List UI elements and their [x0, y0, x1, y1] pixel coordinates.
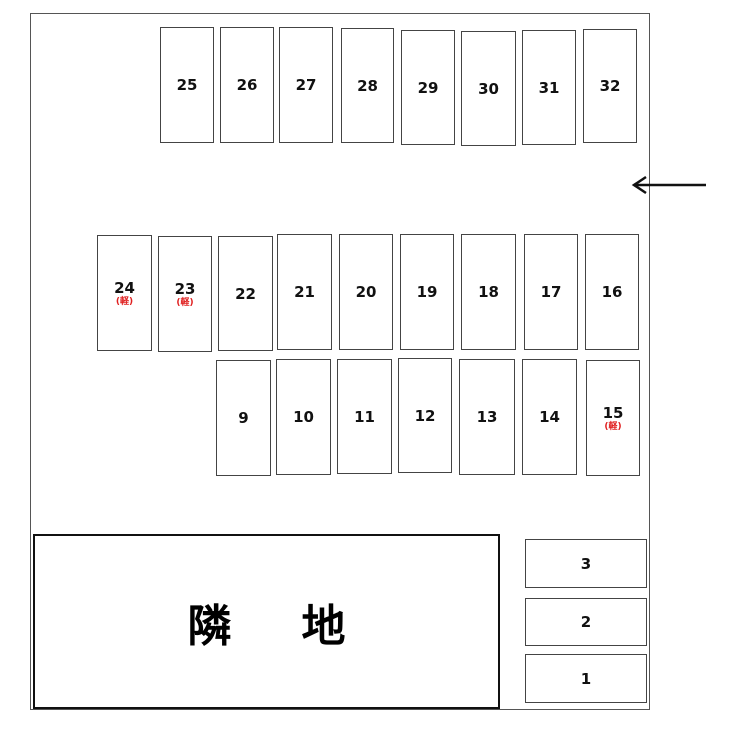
parking-spot-1: 1	[525, 654, 647, 703]
kei-car-note: (軽)	[604, 422, 622, 432]
parking-spot-24: 24(軽)	[97, 235, 152, 351]
neighbor-lot: 隣地	[33, 534, 500, 709]
spot-number: 3	[580, 554, 592, 573]
parking-spot-19: 19	[400, 234, 454, 350]
spot-number: 31	[538, 78, 560, 97]
spot-number: 25	[176, 76, 198, 94]
parking-spot-15: 15(軽)	[586, 360, 640, 476]
kei-car-note: (軽)	[176, 298, 194, 308]
spot-number: 26	[236, 76, 258, 94]
spot-number: 1	[580, 669, 592, 688]
kei-car-note: (軽)	[115, 297, 134, 307]
parking-spot-29: 29	[401, 30, 455, 145]
spot-number: 32	[599, 77, 621, 95]
parking-spot-23: 23(軽)	[158, 236, 212, 352]
parking-spot-12: 12	[398, 358, 452, 473]
parking-spot-16: 16	[585, 234, 639, 350]
neighbor-lot-label: 隣地	[187, 600, 416, 652]
parking-spot-9: 9	[216, 360, 271, 476]
spot-number: 28	[357, 76, 378, 95]
arrow-left-icon	[631, 175, 706, 195]
spot-number: 16	[601, 283, 623, 301]
parking-spot-3: 3	[525, 539, 647, 588]
spot-number: 2	[580, 613, 592, 631]
parking-spot-18: 18	[461, 234, 516, 350]
spot-number: 19	[416, 283, 438, 301]
parking-spot-2: 2	[525, 598, 647, 646]
parking-spot-30: 30	[461, 31, 516, 146]
spot-number: 17	[540, 283, 562, 301]
spot-number: 13	[476, 408, 498, 426]
parking-spot-10: 10	[276, 359, 331, 475]
parking-spot-31: 31	[522, 30, 576, 145]
parking-spot-11: 11	[337, 359, 392, 474]
parking-spot-28: 28	[341, 28, 394, 143]
parking-spot-27: 27	[279, 27, 333, 143]
spot-number: 15	[602, 404, 624, 422]
spot-number: 20	[355, 283, 377, 301]
parking-spot-13: 13	[459, 359, 515, 475]
spot-number: 18	[478, 283, 499, 301]
spot-number: 30	[478, 79, 499, 98]
spot-number: 21	[294, 283, 315, 301]
spot-number: 10	[293, 408, 314, 426]
parking-spot-25: 25	[160, 27, 214, 143]
spot-number: 22	[235, 284, 256, 303]
parking-spot-20: 20	[339, 234, 393, 350]
parking-spot-22: 22	[218, 236, 273, 351]
parking-spot-14: 14	[522, 359, 577, 475]
spot-number: 29	[417, 78, 439, 97]
spot-number: 14	[539, 408, 560, 426]
parking-spot-21: 21	[277, 234, 332, 350]
parking-spot-26: 26	[220, 27, 274, 143]
spot-number: 24	[114, 279, 135, 297]
parking-spot-32: 32	[583, 29, 637, 143]
parking-spot-17: 17	[524, 234, 578, 350]
spot-number: 23	[174, 280, 196, 298]
parking-lot-boundary	[30, 13, 650, 710]
spot-number: 27	[295, 76, 317, 94]
spot-number: 12	[414, 406, 436, 425]
spot-number: 11	[354, 407, 375, 426]
spot-number: 9	[238, 409, 249, 427]
